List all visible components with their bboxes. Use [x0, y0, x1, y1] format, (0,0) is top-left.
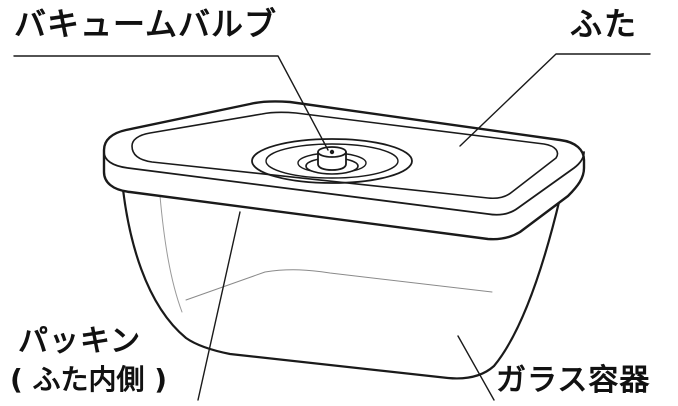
valve-center-dot: [329, 149, 335, 155]
lid-inner-panel: [131, 111, 559, 200]
valve-ring-outer: [251, 138, 413, 184]
label-lid: ふた: [570, 5, 639, 43]
valve-ring-middle: [265, 143, 399, 179]
leader-line-lid: [459, 53, 651, 147]
leader-line-gasket: [197, 211, 241, 401]
label-glass-container: ガラス容器: [496, 363, 651, 398]
label-gasket: パッキン: [18, 324, 142, 359]
glass-body-outline: [120, 178, 562, 380]
label-gasket-location: ( ふた内側 ): [10, 363, 168, 396]
leader-line-glass: [457, 335, 495, 401]
lid-top-edge: [103, 151, 585, 216]
glass-inner-bottom: [185, 269, 493, 301]
leader-line-valve: [13, 55, 329, 151]
glass-corner-line: [159, 195, 183, 313]
label-vacuum-valve: バキュームバルブ: [14, 5, 278, 43]
